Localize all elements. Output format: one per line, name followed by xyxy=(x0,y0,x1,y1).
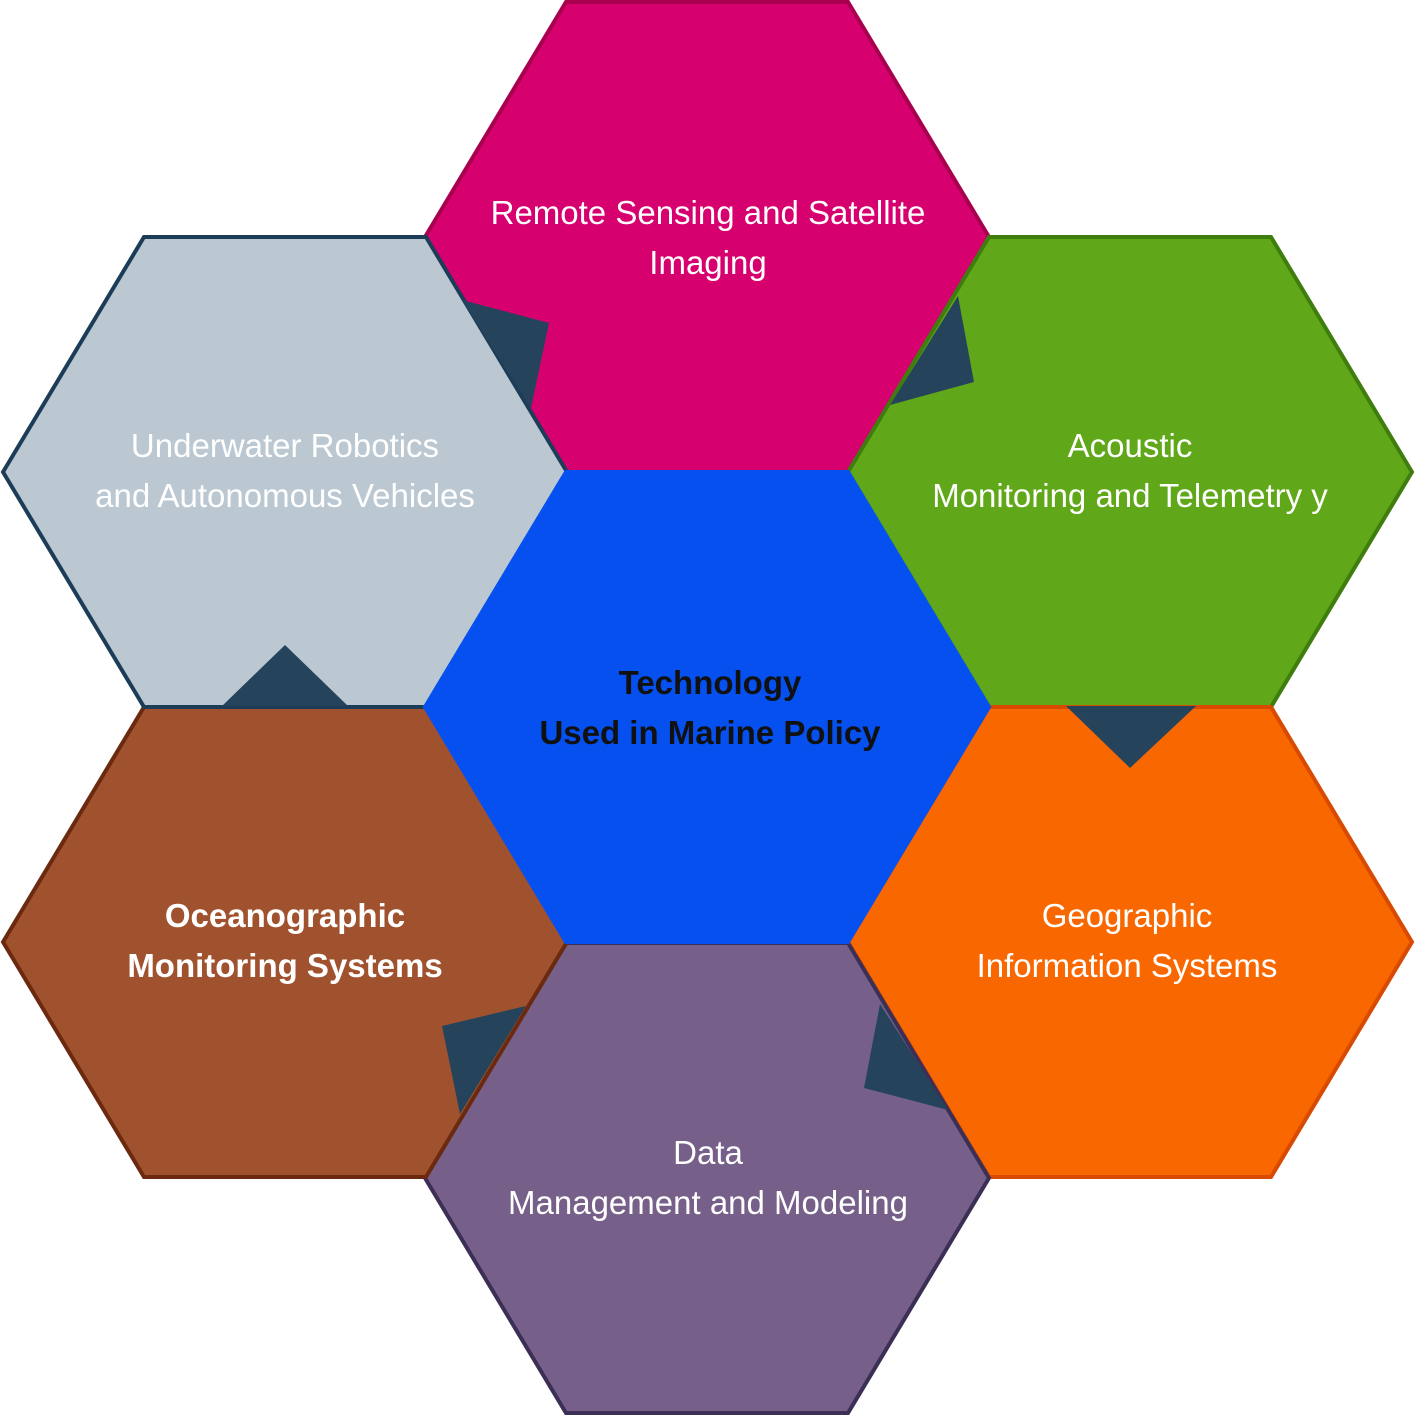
remote-sensing-label-line: Imaging xyxy=(649,244,766,281)
connector-geographic-to-data-arrow xyxy=(864,1004,948,1110)
center-hexagon xyxy=(422,470,992,944)
center-label-line: Technology xyxy=(619,664,802,701)
acoustic-monitoring-label-line: Acoustic xyxy=(1068,427,1193,464)
underwater-robotics-label-line: Underwater Robotics xyxy=(131,427,439,464)
remote-sensing-label-line: Remote Sensing and Satellite xyxy=(491,194,926,231)
connector-robotics-to-remote-arrow xyxy=(462,300,549,408)
oceanographic-monitoring-label-line: Oceanographic xyxy=(165,897,405,934)
oceanographic-monitoring-label-line: Monitoring Systems xyxy=(127,947,442,984)
acoustic-monitoring-label-line: Monitoring and Telemetry y xyxy=(932,477,1328,514)
data-management-label-line: Data xyxy=(673,1134,743,1171)
geographic-information-label-line: Geographic xyxy=(1042,897,1213,934)
underwater-robotics-label-line: and Autonomous Vehicles xyxy=(95,477,475,514)
underwater-robotics-label: Underwater Robotics and Autonomous Vehicl… xyxy=(95,427,475,514)
geographic-information-label-line: Information Systems xyxy=(977,947,1278,984)
connector-acoustic-to-geographic-arrow xyxy=(1066,706,1196,768)
connector-oceanographic-to-robotics-arrow xyxy=(222,645,348,706)
connector-data-to-oceanographic-arrow xyxy=(442,1006,526,1114)
data-management-label-line: Management and Modeling xyxy=(508,1184,908,1221)
center-label-line: Used in Marine Policy xyxy=(539,714,881,751)
connector-remote-to-acoustic-arrow xyxy=(890,296,974,405)
